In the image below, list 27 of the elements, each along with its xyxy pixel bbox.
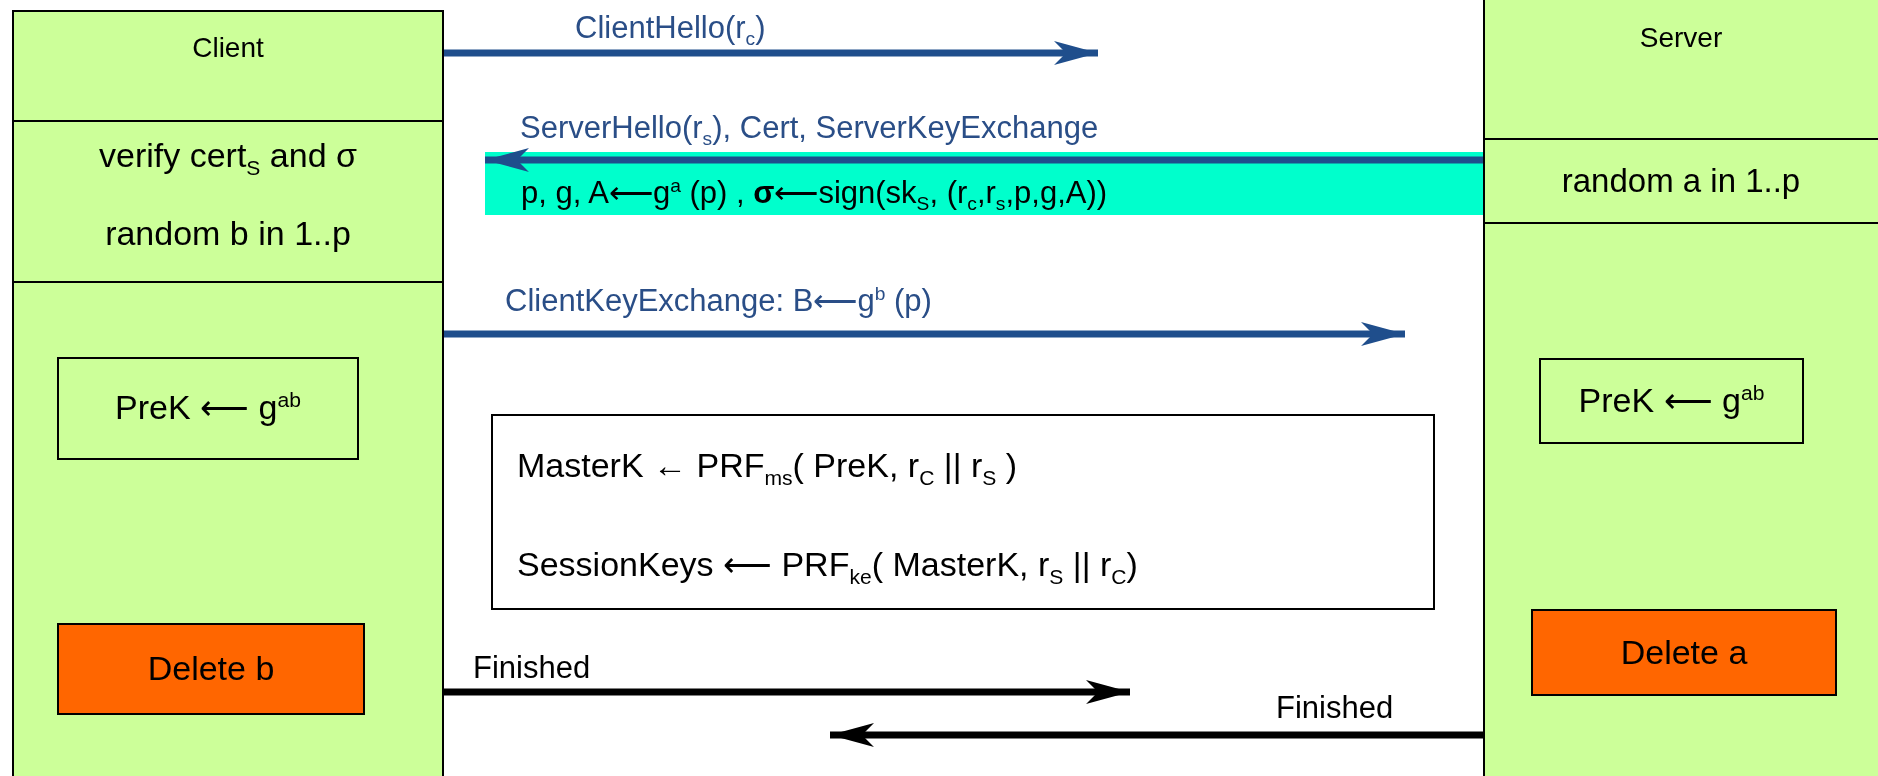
- client-step-section: [12, 120, 444, 283]
- computation-box: [1539, 358, 1804, 444]
- message-label: ClientKeyExchange: B⟵g$^{b}$ (p): [505, 282, 932, 319]
- message-label: Finished: [1276, 690, 1394, 726]
- formula-text: MasterK ← PRF$_{ms}$( PreK, r$_{C}$ || r$_{S}$ ): [516, 446, 1019, 490]
- formula-text: SessionKeys ⟵ PRF$_{ke}$( MasterK, r$_{S}$ || r$_{C}$): [516, 544, 1139, 589]
- server-column: [1483, 0, 1878, 776]
- formula-text: random b in 1..p: [104, 214, 352, 253]
- column-heading: Client: [191, 32, 265, 64]
- message-label: Finished: [473, 650, 591, 686]
- formula-text: verify cert$_{S}$ and σ: [98, 136, 358, 180]
- server-step-section: [1483, 138, 1878, 224]
- key-derivation-box: [491, 414, 1435, 610]
- formula-text: p, g, A⟵g$^{a}$ (p) , σ⟵sign(sk$_{S}$, (r$_{c}$,r$_{s}$,p,g,A)): [520, 174, 1109, 216]
- column-heading: Server: [1638, 22, 1724, 54]
- formula-text: PreK ⟵ g$^{ab}$: [114, 387, 302, 427]
- message-label: ServerHello(r$_{s}$), Cert, ServerKeyExchange: [520, 110, 1099, 151]
- delete-box: [1531, 609, 1837, 696]
- computation-box: [57, 357, 359, 460]
- delete-box: [57, 623, 365, 715]
- formula-text: Delete b: [146, 649, 276, 688]
- message-field-band: [485, 152, 1483, 215]
- formula-text: random a in 1..p: [1560, 162, 1802, 200]
- message-label: ClientHello(r$_{c}$): [575, 10, 766, 51]
- formula-text: PreK ⟵ g$^{ab}$: [1577, 380, 1766, 420]
- formula-text: Delete a: [1619, 633, 1749, 672]
- client-column: [12, 10, 444, 776]
